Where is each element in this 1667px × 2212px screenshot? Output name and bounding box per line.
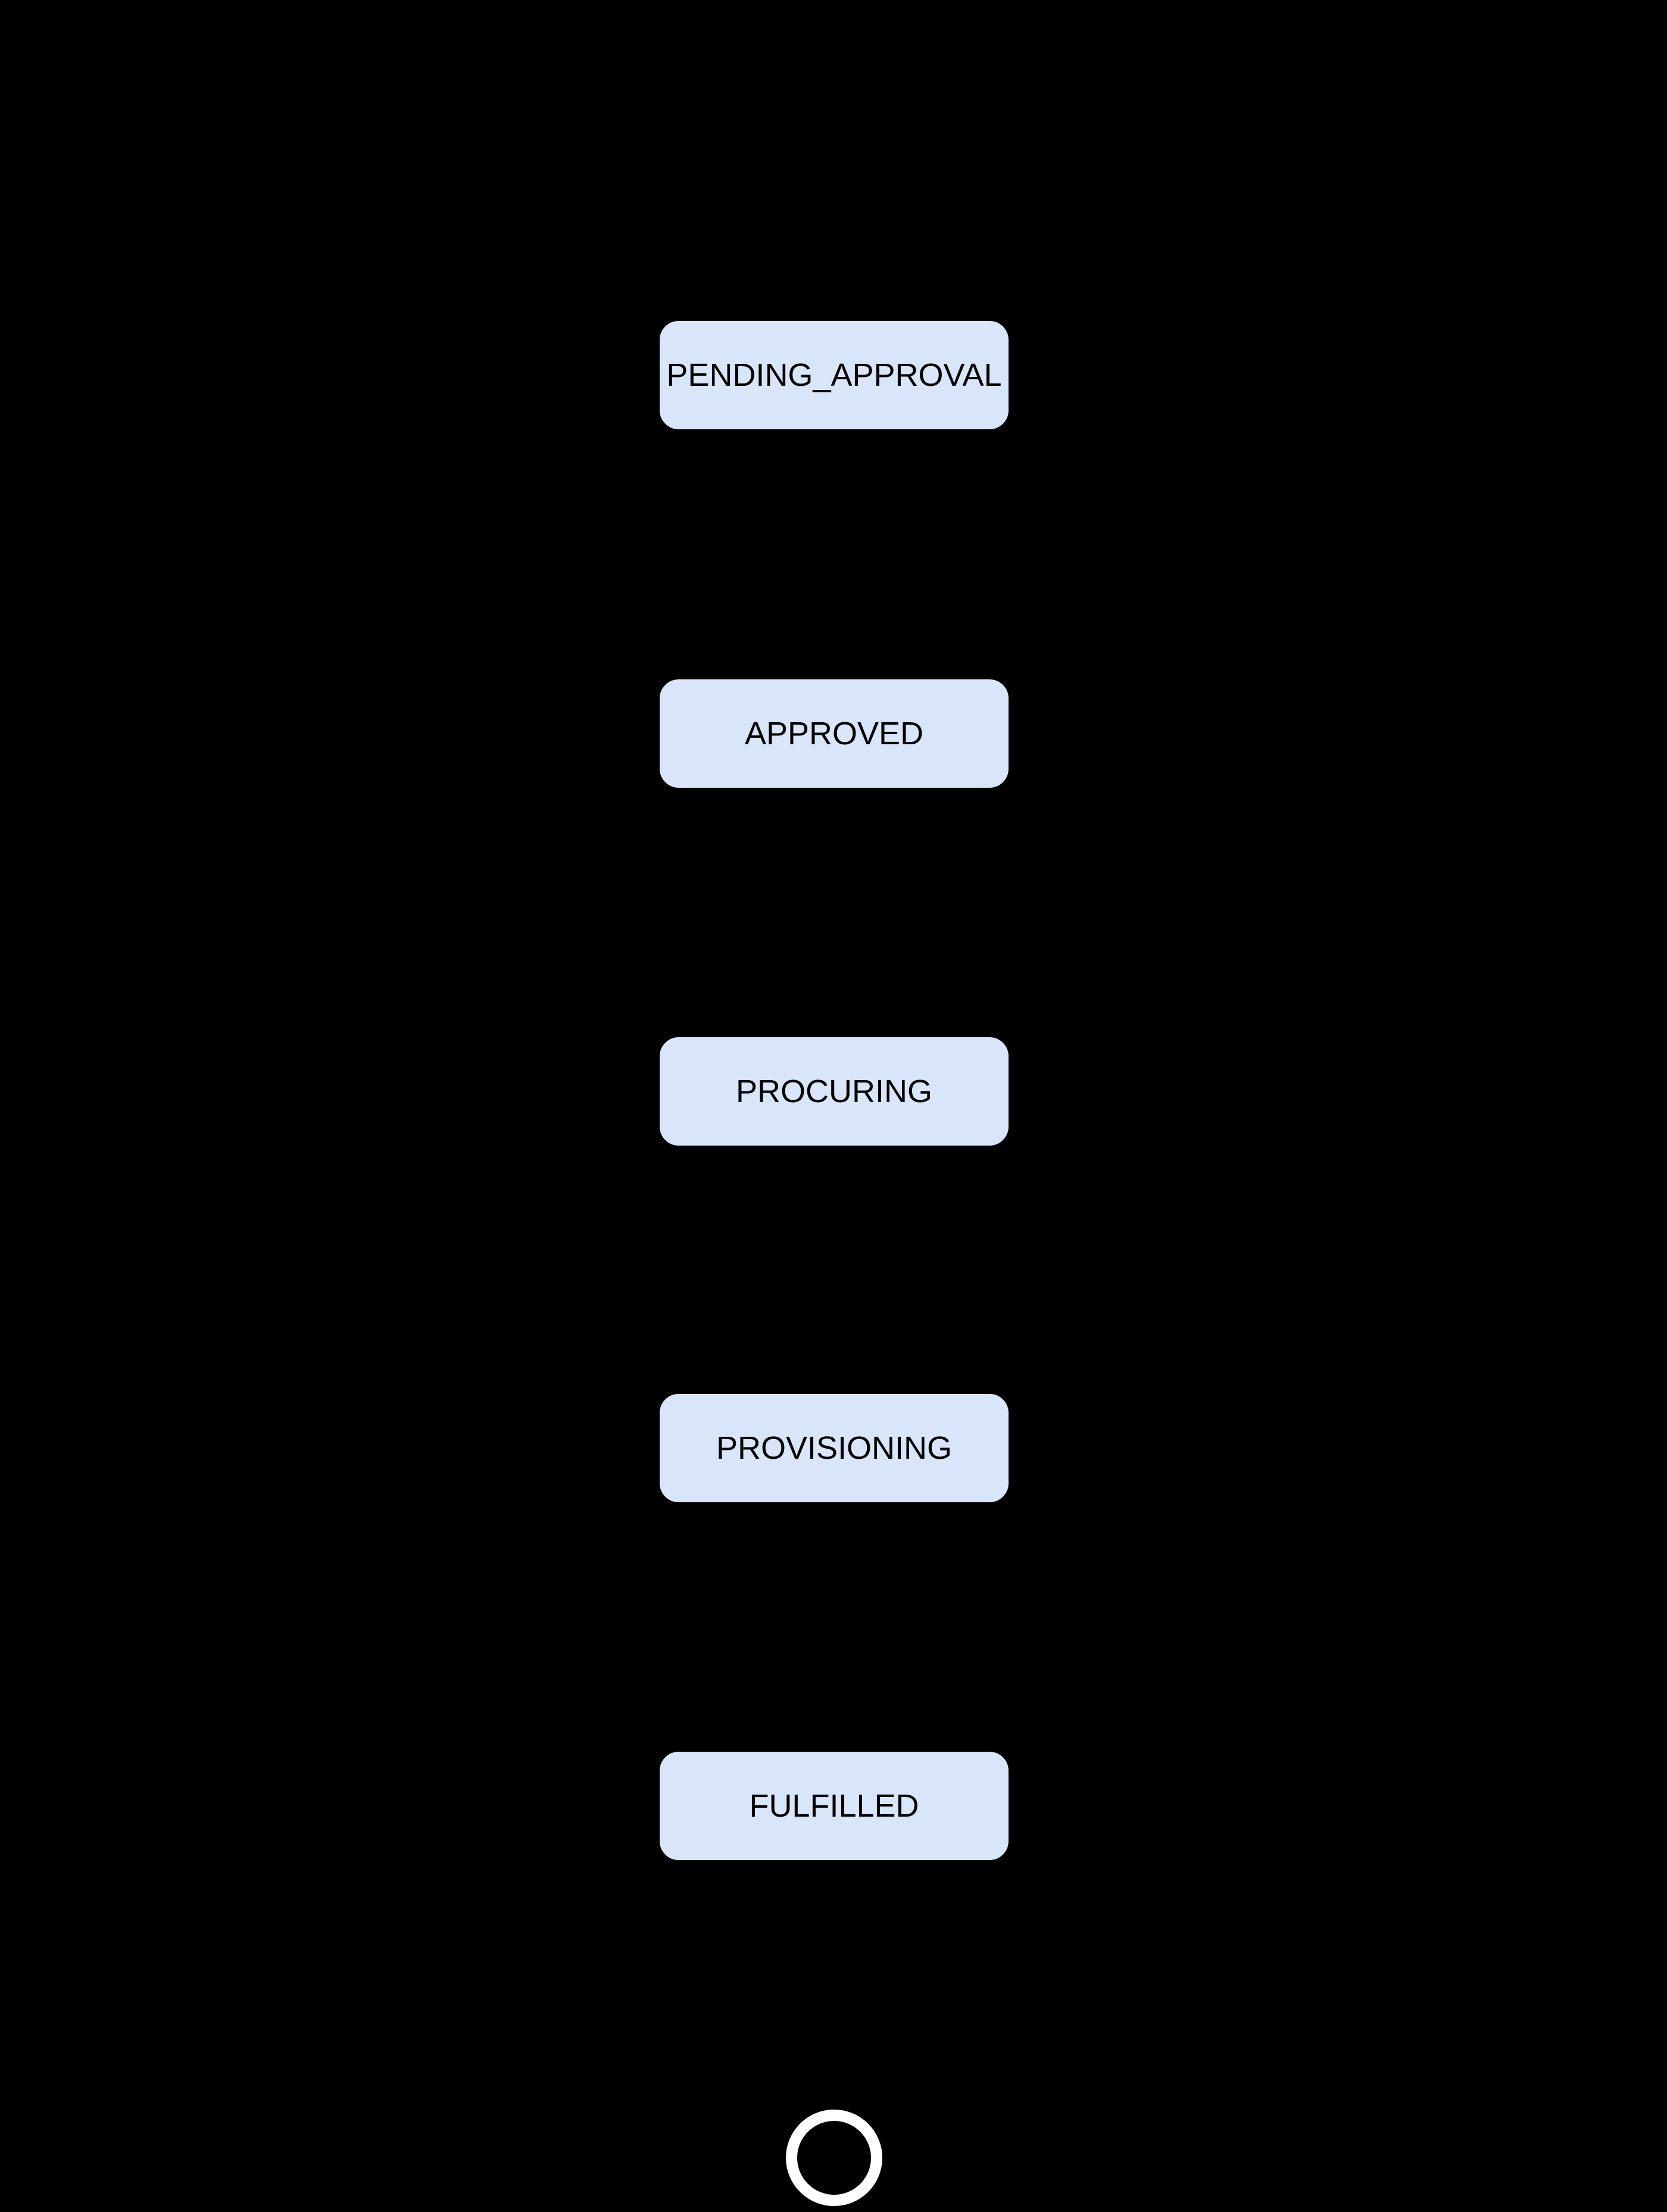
transition-connector	[833, 1862, 835, 2108]
state-node-approved: APPROVED	[658, 678, 1010, 789]
transition-connector	[833, 790, 835, 1035]
transition-connector	[833, 432, 835, 677]
transition-connector	[833, 1148, 835, 1392]
state-node-procuring: PROCURING	[658, 1036, 1010, 1147]
state-node-provisioning: PROVISIONING	[658, 1393, 1010, 1503]
state-node-fulfilled: FULFILLED	[658, 1751, 1010, 1861]
final-state-icon	[786, 2110, 882, 2206]
transition-connector	[833, 1505, 835, 1749]
state-node-pending-approval: PENDING_APPROVAL	[658, 320, 1010, 430]
